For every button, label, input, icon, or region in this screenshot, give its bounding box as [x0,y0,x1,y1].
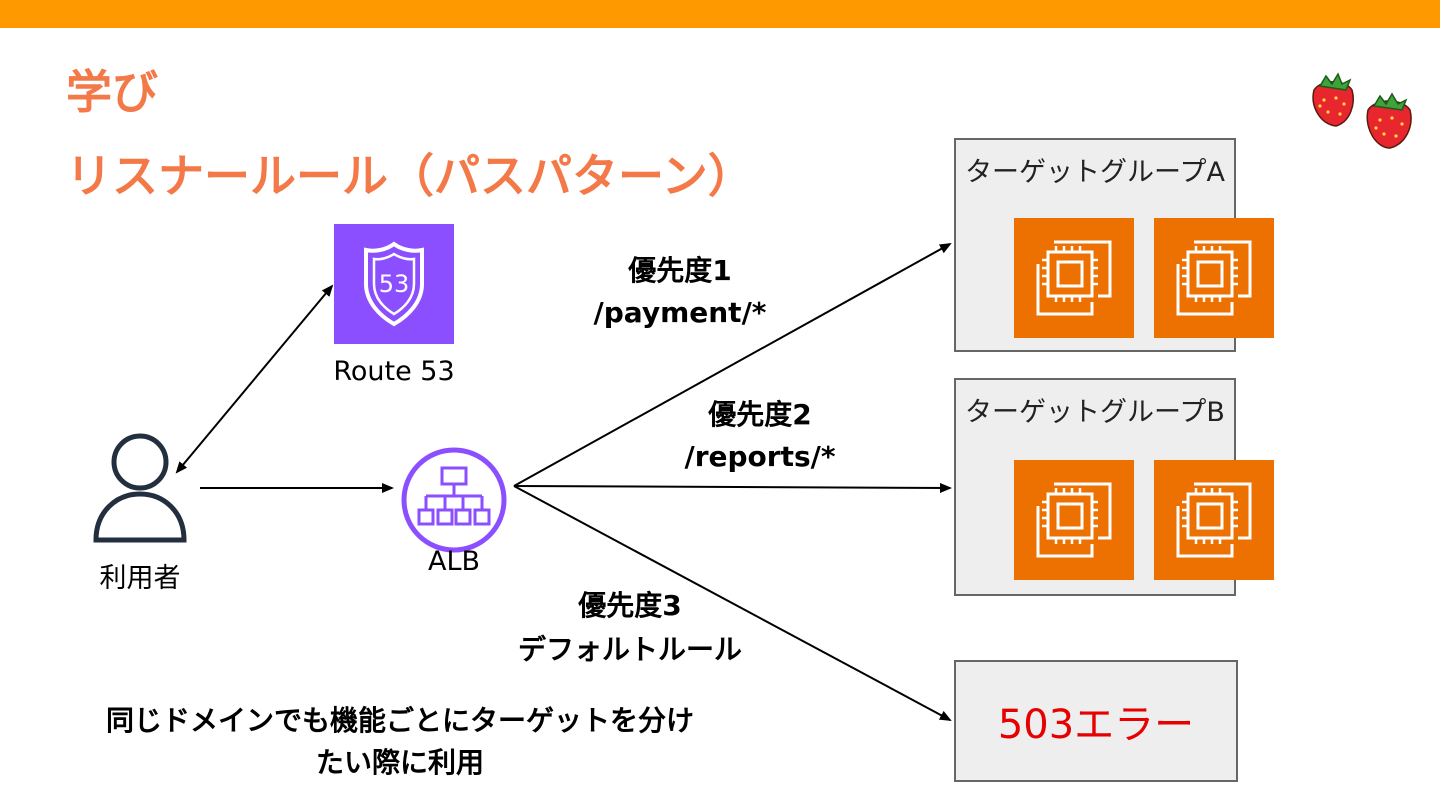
ec2-instance-icon [1154,218,1274,338]
slide-title-line1: 学び [66,65,158,119]
alb-target-a-arrow [513,243,952,487]
route53-label: Route 53 [333,356,455,387]
alb-error-arrow [513,485,952,721]
user-route53-arrow [175,284,334,474]
alb-icon [398,444,510,556]
rule-1-label: 優先度1 /payment/* [560,250,800,334]
rule-3-path: デフォルトルール [517,633,742,666]
rule-2-path: /reports/* [684,440,836,473]
error-503-text: 503エラー [997,702,1195,748]
target-group-b-box: ターゲットグループB [954,378,1274,596]
target-group-a-title: ターゲットグループA [965,157,1225,188]
rule-3-priority: 優先度3 [578,589,682,622]
user-icon [90,432,190,544]
user-label: 利用者 [99,563,181,594]
rule-2-label: 優先度2 /reports/* [640,394,880,478]
usage-note-line1: 同じドメインでも機能ごとにターゲットを分け [105,704,694,737]
slide-title-line2: リスナールール（パスパターン） [66,149,754,203]
route53-icon: 53 [334,224,454,344]
rule-3-label: 優先度3 デフォルトルール [490,584,770,672]
svg-text:53: 53 [379,270,410,298]
usage-note: 同じドメインでも機能ごとにターゲットを分け たい際に利用 [60,700,740,784]
strawberry-icon [1306,56,1422,152]
error-503-box: 503エラー [954,660,1238,782]
rule-2-priority: 優先度2 [708,398,812,431]
rule-1-path: /payment/* [593,296,767,329]
target-group-b-title: ターゲットグループB [965,397,1225,428]
top-accent-bar [0,0,1440,28]
usage-note-line2: たい際に利用 [315,746,484,779]
ec2-instance-icon [1014,460,1134,580]
ec2-instance-icon [1014,218,1134,338]
ec2-instance-icon [1154,460,1274,580]
rule-1-priority: 優先度1 [628,254,732,287]
alb-label: ALB [427,546,481,577]
alb-target-b-arrow [513,482,952,493]
target-group-a-box: ターゲットグループA [954,138,1274,352]
